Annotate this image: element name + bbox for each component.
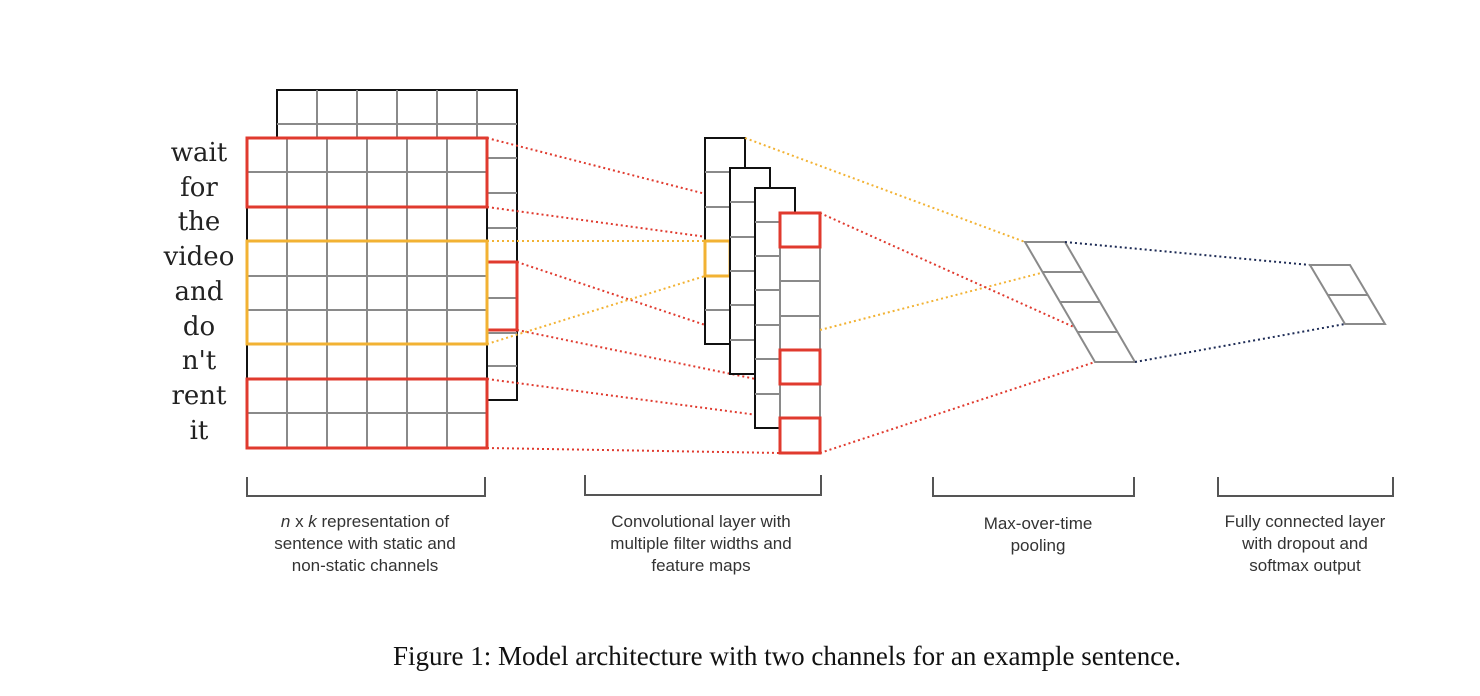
bracket-pool bbox=[932, 477, 1135, 497]
bracket-conv bbox=[584, 475, 822, 496]
filter-window-yellow bbox=[245, 239, 489, 346]
connection-fc-2 bbox=[1134, 323, 1346, 363]
filter-window-red-bottom bbox=[245, 377, 489, 450]
conv-label-line-2: multiple filter widths and bbox=[610, 534, 791, 553]
section-brackets bbox=[246, 475, 1394, 497]
word-7: n't bbox=[182, 346, 217, 376]
connection-pool-red-2 bbox=[819, 361, 1096, 454]
pool-label-line-1: Max-over-time bbox=[984, 514, 1093, 533]
word-6: do bbox=[183, 312, 215, 342]
pool-to-fc-connections bbox=[1064, 241, 1346, 363]
input-label-n: n bbox=[281, 512, 290, 531]
bracket-fc bbox=[1217, 477, 1394, 497]
connection-pool-red-1 bbox=[819, 212, 1086, 333]
input-label-line-2: sentence with static and bbox=[274, 534, 455, 553]
conv-label-line-3: feature maps bbox=[651, 556, 750, 575]
pooling-layer bbox=[1023, 241, 1137, 363]
input-label-k: k bbox=[308, 512, 318, 531]
connection-yellow-2 bbox=[486, 275, 706, 345]
feature-map-4-red-cell-1 bbox=[778, 211, 822, 249]
feature-map-4-red-cell-2 bbox=[778, 348, 822, 386]
input-label-line-1: n x k representation of bbox=[281, 512, 450, 531]
word-5: and bbox=[175, 277, 224, 307]
word-2: for bbox=[180, 173, 218, 203]
figure-caption: Figure 1: Model architecture with two ch… bbox=[393, 641, 1181, 671]
fc-label-line-2: with dropout and bbox=[1241, 534, 1368, 553]
input-label-line-3: non-static channels bbox=[292, 556, 438, 575]
word-8: rent bbox=[171, 381, 227, 411]
connection-fc-1 bbox=[1064, 241, 1311, 266]
sentence-words: wait for the video and do n't rent it bbox=[163, 138, 235, 446]
front-channel-matrix bbox=[246, 137, 488, 449]
connection-red-5 bbox=[486, 378, 781, 419]
input-label-rest: representation of bbox=[317, 512, 450, 531]
connection-pool-yellow-2 bbox=[819, 271, 1046, 331]
connection-red-6 bbox=[486, 447, 781, 454]
word-1: wait bbox=[171, 138, 228, 168]
connection-red-1 bbox=[486, 137, 781, 214]
fc-label-line-3: softmax output bbox=[1249, 556, 1361, 575]
word-3: the bbox=[178, 207, 221, 237]
output-layer bbox=[1308, 264, 1387, 325]
filter-window-red-top bbox=[245, 136, 489, 209]
word-9: it bbox=[190, 416, 209, 446]
word-4: video bbox=[163, 242, 235, 272]
fc-label-line-1: Fully connected layer bbox=[1225, 512, 1386, 531]
conv-label-line-1: Convolutional layer with bbox=[611, 512, 791, 531]
bracket-input bbox=[246, 477, 486, 497]
section-labels: n x k representation of sentence with st… bbox=[274, 512, 1385, 575]
input-label-x: x bbox=[290, 512, 308, 531]
feature-map-4-red-cell-3 bbox=[778, 416, 822, 455]
pool-label-line-2: pooling bbox=[1011, 536, 1066, 555]
feature-map-4 bbox=[778, 211, 822, 455]
conv-to-pool-connections bbox=[744, 137, 1096, 454]
